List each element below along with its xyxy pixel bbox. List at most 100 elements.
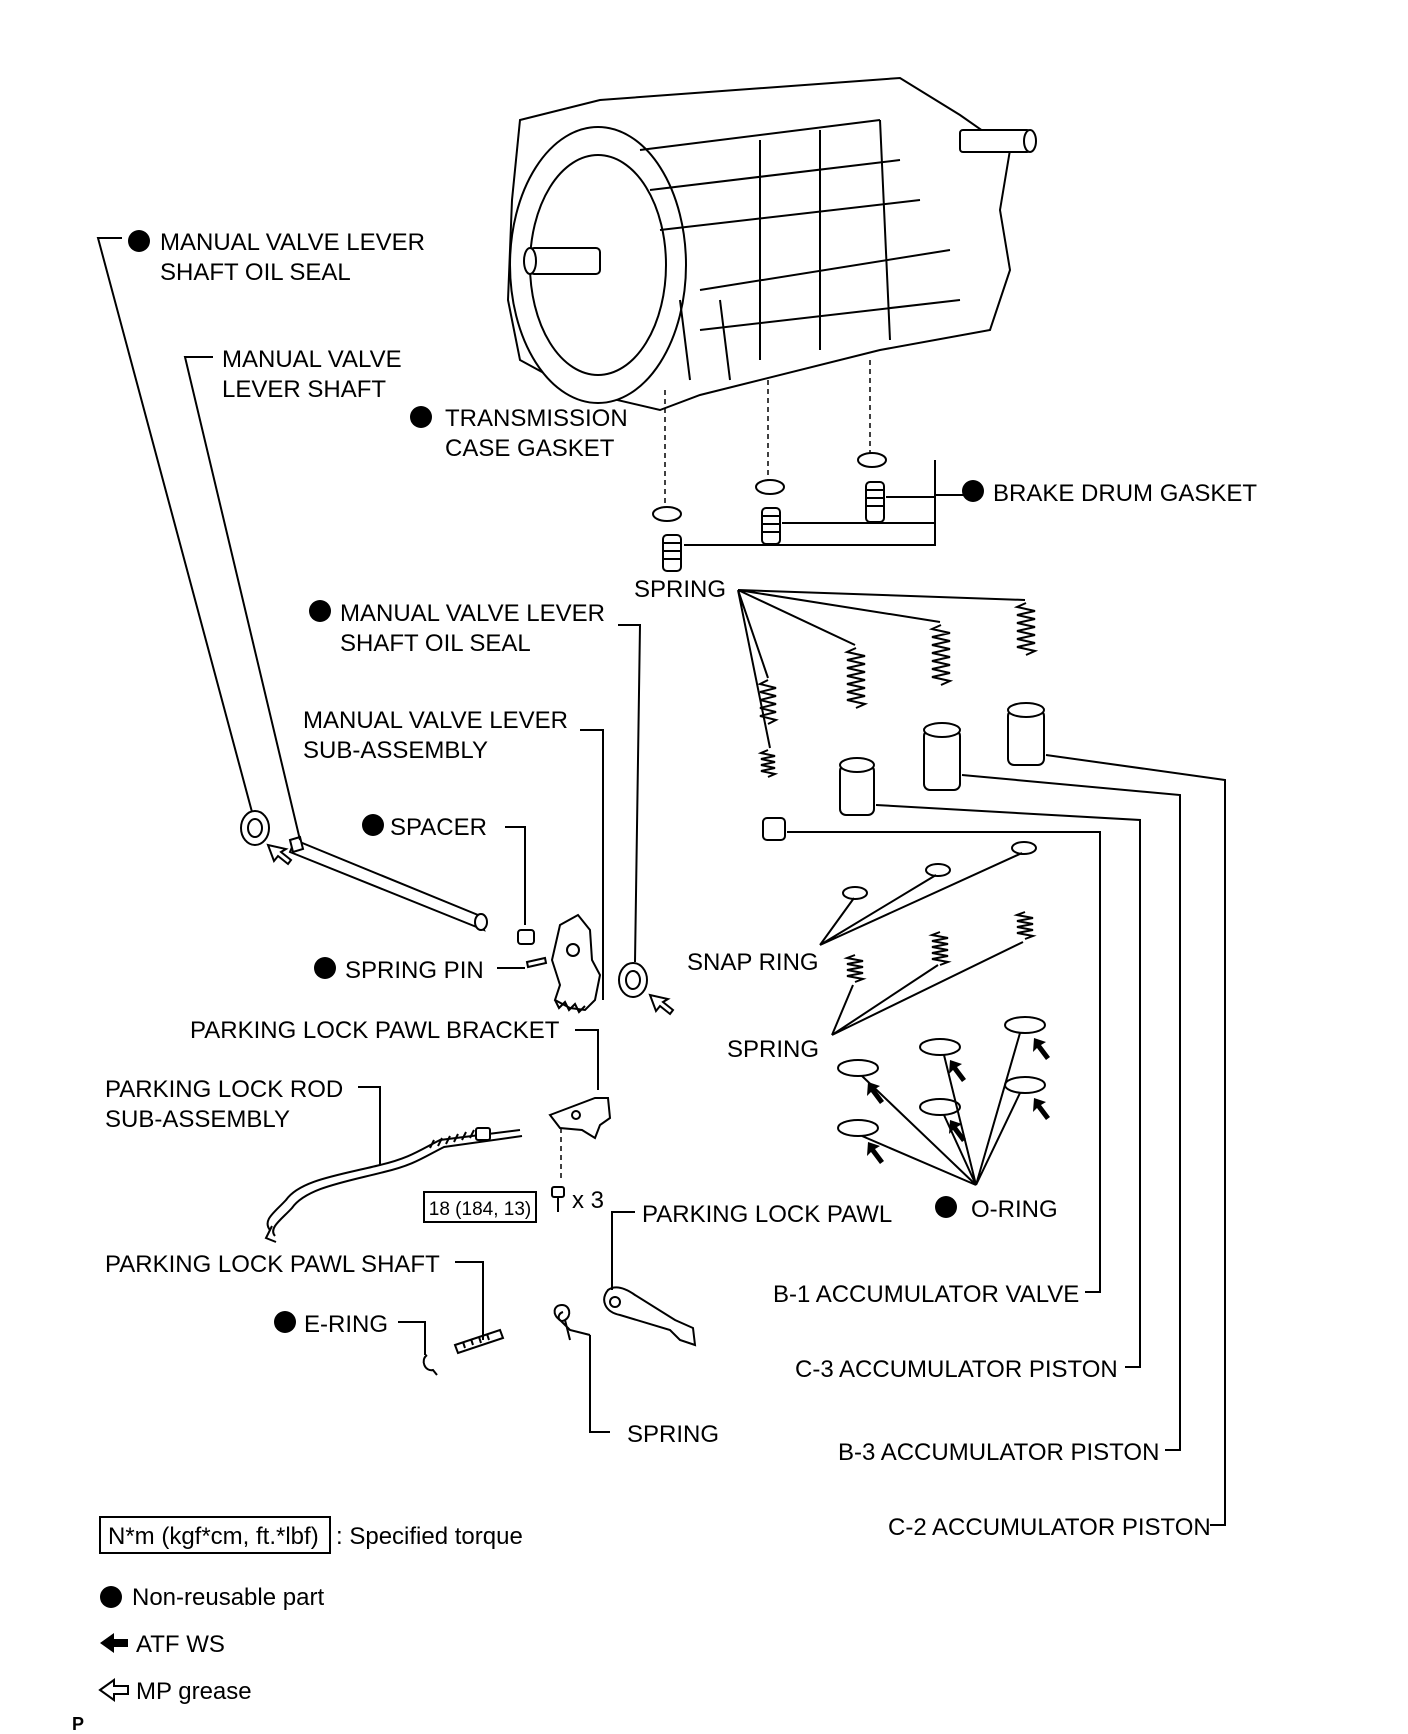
- label-oil-seal-mid: MANUAL VALVE LEVER: [340, 600, 605, 627]
- label-lever-shaft: MANUAL VALVE: [222, 346, 402, 373]
- label-pawl-shaft: PARKING LOCK PAWL SHAFT: [105, 1251, 440, 1278]
- manual-valve-lever-sub-assembly: [550, 913, 602, 1014]
- non-reusable-icon: [309, 600, 331, 622]
- leader-line: [589, 1335, 610, 1433]
- transmission-case-gasket: [755, 479, 785, 495]
- label-b3-piston: B-3 ACCUMULATOR PISTON: [838, 1439, 1159, 1466]
- filled-circle-icon: [100, 1586, 122, 1608]
- label-rod-sub: SUB-ASSEMBLY: [105, 1106, 290, 1133]
- label-lever-sub: SUB-ASSEMBLY: [303, 737, 488, 764]
- label-spring-mid: SPRING: [727, 1036, 819, 1063]
- brake-drum-gasket: [662, 481, 885, 572]
- label-c3-piston: C-3 ACCUMULATOR PISTON: [795, 1356, 1118, 1383]
- torque-box: [423, 1191, 537, 1223]
- b1-accumulator-valve: [762, 817, 786, 841]
- outline-arrow-icon: [98, 1678, 129, 1702]
- leader-line: [684, 460, 965, 546]
- leader-line: [183, 356, 301, 841]
- accumulator-springs: [757, 602, 1039, 778]
- b3-accumulator-piston: [923, 729, 961, 791]
- legend-torque-box-text: N*m (kgf*cm, ft.*lbf): [108, 1523, 319, 1550]
- solid-arrow-icon: [100, 1633, 128, 1653]
- leader-line: [1045, 754, 1226, 1526]
- label-spacer: SPACER: [390, 814, 487, 841]
- label-spring-bottom: SPRING: [627, 1421, 719, 1448]
- o-rings: [837, 1016, 1046, 1137]
- label-oil-seal-top: MANUAL VALVE LEVER: [160, 229, 425, 256]
- leader-line: [787, 831, 1101, 1293]
- leader-line: [831, 941, 1024, 1036]
- mp-grease-arrow-icon: [266, 843, 293, 866]
- leader-line: [358, 1086, 381, 1165]
- non-reusable-icon: [962, 480, 984, 502]
- transmission-case-gasket: [857, 452, 887, 468]
- non-reusable-icon: [314, 957, 336, 979]
- label-spring-pin: SPRING PIN: [345, 957, 484, 984]
- label-spring-top: SPRING: [634, 576, 726, 603]
- label-oil-seal-mid: SHAFT OIL SEAL: [340, 630, 531, 657]
- label-lever-shaft: LEVER SHAFT: [222, 376, 386, 403]
- non-reusable-icon: [935, 1196, 957, 1218]
- leader-line: [580, 729, 604, 1000]
- label-c2-piston: C-2 ACCUMULATOR PISTON: [888, 1514, 1211, 1541]
- leader-line: [861, 1032, 1021, 1186]
- leader-line: [737, 589, 1026, 749]
- legend: N*m (kgf*cm, ft.*lbf) : Specified torque…: [98, 1516, 523, 1705]
- label-trans-gasket: TRANSMISSION: [445, 405, 628, 432]
- corner-mark: P: [72, 1714, 84, 1734]
- leader-line: [611, 1211, 635, 1290]
- manual-valve-lever-shaft-oil-seal: [240, 810, 293, 866]
- bolt-icon: [551, 1186, 565, 1212]
- mp-grease-arrow-icon: [648, 993, 675, 1016]
- legend-torque-desc: : Specified torque: [336, 1523, 523, 1550]
- label-o-ring: O-RING: [971, 1196, 1058, 1223]
- label-lever-sub: MANUAL VALVE LEVER: [303, 707, 568, 734]
- snap-rings: [842, 841, 1037, 900]
- manual-valve-lever-shaft: [288, 835, 488, 932]
- leader-line: [505, 826, 526, 925]
- label-rod-sub: PARKING LOCK ROD: [105, 1076, 343, 1103]
- torque-value: 18 (184, 13): [429, 1199, 531, 1220]
- label-snap-ring: SNAP RING: [687, 949, 819, 976]
- label-e-ring: E-RING: [304, 1311, 388, 1338]
- torque-quantity: x 3: [572, 1187, 604, 1214]
- label-pawl-bracket: PARKING LOCK PAWL BRACKET: [190, 1017, 560, 1044]
- manual-valve-lever-shaft-oil-seal: [618, 962, 675, 1016]
- label-pawl: PARKING LOCK PAWL: [642, 1201, 892, 1228]
- non-reusable-icon: [410, 406, 432, 428]
- legend-non-reusable: Non-reusable part: [132, 1584, 324, 1611]
- leader-line: [819, 852, 1023, 946]
- legend-atf: ATF WS: [136, 1631, 225, 1658]
- leader-line: [96, 237, 253, 813]
- spacer: [517, 929, 535, 945]
- non-reusable-marks: [128, 230, 984, 1333]
- parking-lock-pawl-shaft: [453, 1328, 505, 1355]
- label-b1-valve: B-1 ACCUMULATOR VALVE: [773, 1281, 1079, 1308]
- parking-lock-pawl: [603, 1286, 697, 1347]
- leader-line: [961, 774, 1181, 1451]
- parking-lock-pawl-bracket: [548, 1097, 612, 1140]
- e-ring: [422, 1354, 438, 1376]
- transmission-case-gasket: [652, 506, 682, 522]
- label-oil-seal-top: SHAFT OIL SEAL: [160, 259, 351, 286]
- atf-arrow-icon: [867, 1038, 1050, 1164]
- leader-line: [618, 624, 642, 963]
- transmission-case: [506, 76, 1037, 412]
- leader-line: [875, 804, 1141, 1368]
- accumulator-pistons: [762, 702, 1045, 841]
- leader-line: [575, 1029, 599, 1090]
- non-reusable-icon: [274, 1311, 296, 1333]
- label-trans-gasket: CASE GASKET: [445, 435, 615, 462]
- leader-line: [398, 1321, 426, 1355]
- parking-lock-rod-sub-assembly: [264, 1127, 523, 1243]
- parking-lock-pawl-spring: [553, 1303, 591, 1341]
- label-brake-drum-gasket: BRAKE DRUM GASKET: [993, 480, 1257, 507]
- non-reusable-icon: [362, 814, 384, 836]
- accumulator-springs: [843, 911, 1037, 983]
- legend-mp: MP grease: [136, 1678, 252, 1705]
- spring-pin: [525, 956, 548, 969]
- legend-torque-box: [99, 1516, 331, 1554]
- leader-line: [455, 1261, 484, 1340]
- c2-accumulator-piston: [1007, 709, 1045, 766]
